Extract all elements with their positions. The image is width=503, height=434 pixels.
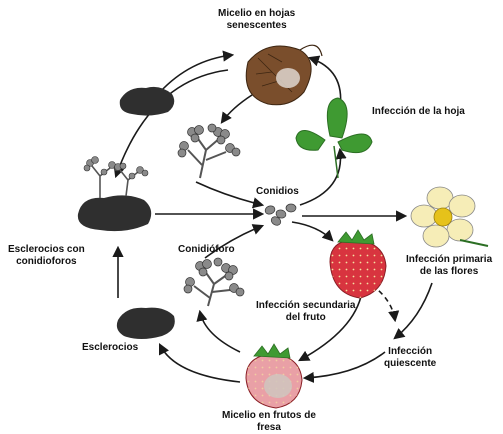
conidiophore-lower	[184, 258, 244, 306]
arrow-conidiophore-to-conidia	[196, 182, 262, 205]
sclerotium-lower-left	[117, 308, 175, 339]
arrow-flower-to-quiescent	[395, 283, 432, 338]
label-infeccion-hoja: Infección de la hoja	[372, 106, 465, 118]
strawberry-flower	[411, 187, 488, 247]
arrow-quiescent-to-rotten	[305, 352, 385, 378]
arrow-conidia-to-leaf	[300, 150, 341, 205]
conidiophore-upper	[178, 124, 240, 178]
strawberry-secondary-infection	[330, 230, 386, 298]
arrow-conidia-to-fruit	[292, 222, 332, 240]
sclerotia-with-conidiophores	[78, 157, 151, 232]
sclerotium-top-left	[120, 87, 175, 116]
strawberry-leaf	[296, 98, 372, 178]
arrow-rotten-to-sclerotia	[160, 345, 240, 382]
arrow-rotten-to-conidiophore	[200, 312, 240, 352]
arrow-sclerotia-to-leaf-mycelium	[160, 55, 232, 92]
label-esclerocios: Esclerocios	[82, 342, 138, 354]
arrow-leaf-mycelium-to-conidiophore	[222, 95, 252, 122]
label-conidioforo: Conidióforo	[178, 244, 235, 256]
label-conidios: Conidios	[256, 186, 299, 198]
strawberry-rotten-mycelium	[246, 344, 302, 408]
arrow-leaf-mycelium-to-sclerotia-conidiophores	[116, 70, 228, 176]
senescent-leaf-mycelium	[246, 45, 322, 105]
conidia-spores	[264, 204, 296, 227]
